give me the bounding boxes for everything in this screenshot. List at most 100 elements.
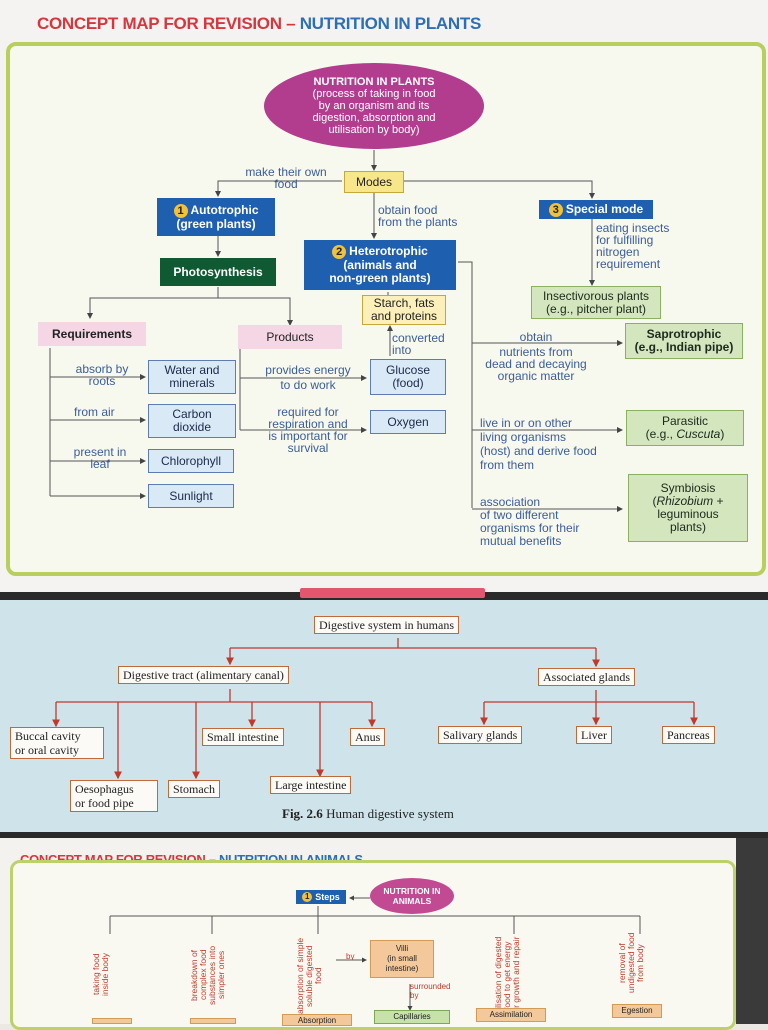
box-line: (e.g., Cuscuta) — [646, 428, 725, 441]
caption-label: Fig. 2.6 — [282, 806, 323, 821]
sunlight-box: Sunlight — [148, 484, 234, 508]
central-node-nutrition-plants: NUTRITION IN PLANTS (process of taking i… — [264, 63, 484, 149]
label-line: association — [480, 495, 541, 509]
obtain-food-label: obtain food from the plants — [378, 204, 457, 228]
label-line: nitrogen — [596, 245, 640, 259]
step-assimilation-label: utilisation of digested food to get ener… — [493, 936, 521, 1016]
by-label: by — [346, 952, 355, 961]
central-l2: ANIMALS — [392, 896, 432, 906]
make-own-food-label: make their own food — [234, 166, 338, 190]
label-line: dead and decaying — [485, 357, 587, 371]
label-line: to do work — [280, 378, 336, 392]
special-mode-label: Special mode — [565, 202, 644, 216]
label-line: for fulfilling — [596, 233, 654, 247]
label-line: food — [274, 177, 298, 191]
label-line: organisms for their — [480, 521, 580, 535]
digestive-system-root-box: Digestive system in humans — [314, 616, 459, 634]
water-minerals-box: Water and minerals — [148, 360, 236, 394]
box-line: leguminous — [657, 507, 719, 521]
title-part1: CONCEPT MAP FOR REVISION – — [37, 14, 296, 33]
saprotrophic-box: Saprotrophic (e.g., Indian pipe) — [625, 323, 743, 359]
dark-edge — [736, 838, 768, 1024]
starch-box: Starch, fats and proteins — [362, 295, 446, 325]
ingestion-box-partial — [92, 1018, 132, 1024]
from-air-label: from air — [74, 405, 115, 419]
label-line: living organisms — [480, 430, 567, 444]
parasitic-box: Parasitic (e.g., Cuscuta) — [626, 410, 744, 446]
label-line: absorb by — [75, 362, 129, 376]
small-intestine-box: Small intestine — [202, 728, 284, 746]
label-line: by — [410, 991, 419, 1000]
digestion-box-partial — [190, 1018, 236, 1024]
central-l3: by an organism and its — [318, 100, 430, 112]
animals-connectors — [109, 895, 641, 1011]
requirements-box: Requirements — [38, 322, 146, 346]
photosynthesis-box: Photosynthesis — [160, 258, 276, 286]
obtain-nutrients-label: obtain nutrients from dead and decaying … — [478, 331, 594, 382]
box-line: or food pipe — [75, 796, 134, 810]
central-l2: (process of taking in food — [312, 88, 436, 100]
provides-energy-label: provides energy to do work — [252, 364, 364, 391]
label-line: mutual benefits — [480, 534, 562, 548]
label-line: from them — [480, 458, 535, 472]
label-line: survival — [287, 441, 329, 455]
salivary-glands-box: Salivary glands — [438, 726, 523, 744]
label-line: organic matter — [497, 369, 575, 383]
required-for-label: required for respiration and is importan… — [252, 406, 364, 454]
plants-connectors — [49, 150, 623, 512]
step-egestion-label: removal of undigested food from body — [617, 932, 645, 994]
caption-text: Human digestive system — [322, 806, 454, 821]
products-box: Products — [238, 325, 342, 349]
insectivorous-box: Insectivorous plants (e.g., pitcher plan… — [531, 286, 661, 319]
label-line: make their own — [245, 165, 327, 179]
box-line: or oral cavity — [15, 743, 79, 757]
surrounded-by-label: surrounded by — [410, 982, 450, 1000]
oesophagus-box: Oesophagus or food pipe — [70, 780, 158, 812]
live-in-or-on-label: live in or on other living organisms (ho… — [480, 416, 597, 472]
central-l4: digestion, absorption and — [312, 112, 436, 124]
egestion-box: Egestion — [612, 1004, 662, 1018]
box-line: Insectivorous plants — [542, 288, 650, 303]
label-line: live in or on other — [480, 416, 573, 430]
label-line: nutrients from — [499, 345, 573, 359]
box-line: Water and — [164, 363, 220, 377]
digestive-tract-box: Digestive tract (alimentary canal) — [118, 666, 289, 684]
label-line: required for — [277, 405, 339, 419]
label-line: leaf — [90, 457, 110, 471]
text-part: + — [713, 494, 724, 508]
glucose-box: Glucose (food) — [370, 359, 446, 395]
box-line: Parasitic — [661, 414, 708, 428]
box-line: minerals — [169, 376, 215, 390]
present-in-leaf-label: present in leaf — [62, 446, 138, 470]
anus-box: Anus — [350, 728, 386, 746]
steps-label: Steps — [315, 891, 340, 902]
stomach-box: Stomach — [168, 780, 220, 798]
number-badge: 1 — [302, 892, 313, 902]
central-l1: NUTRITION IN PLANTS — [313, 76, 435, 88]
association-label: association of two different organisms f… — [480, 496, 579, 548]
box-line: Symbiosis — [660, 481, 716, 495]
box-line: and proteins — [370, 309, 438, 323]
number-badge: 2 — [332, 245, 347, 259]
buccal-cavity-box: Buccal cavity or oral cavity — [10, 727, 104, 759]
box-line: plants) — [669, 520, 707, 534]
label-line: obtain — [519, 330, 553, 344]
heterotrophic-l2: (animals and — [343, 258, 417, 272]
step-digestion-label: breakdown of complex food substances int… — [189, 945, 226, 1005]
figure-caption: Fig. 2.6 Human digestive system — [282, 806, 454, 822]
label-line: present in — [73, 445, 127, 459]
absorption-box: Absorption — [282, 1014, 352, 1026]
associated-glands-box: Associated glands — [538, 668, 635, 686]
central-l5: utilisation by body) — [328, 124, 420, 136]
red-tab-edge — [300, 588, 485, 598]
label-line: of two different — [480, 508, 559, 522]
absorb-by-roots-label: absorb by roots — [62, 363, 142, 387]
box-line: Carbon — [172, 407, 212, 421]
label-line: into — [392, 343, 412, 357]
carbon-dioxide-box: Carbon dioxide — [148, 404, 236, 438]
box-line: (Rhizobium + — [652, 495, 723, 508]
box-line: intestine) — [385, 964, 419, 973]
